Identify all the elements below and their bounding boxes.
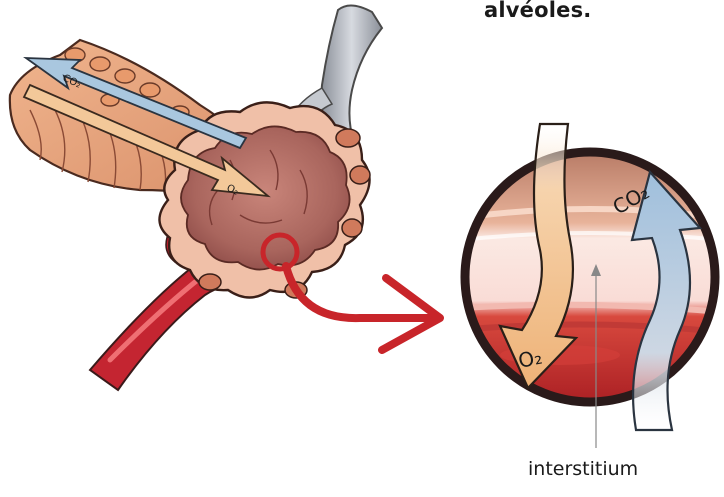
title: alvéoles. xyxy=(484,0,591,22)
o2-large-label: O₂ xyxy=(516,344,544,372)
magnified-inset xyxy=(460,124,720,448)
interstitium-label: interstitium xyxy=(528,458,638,480)
